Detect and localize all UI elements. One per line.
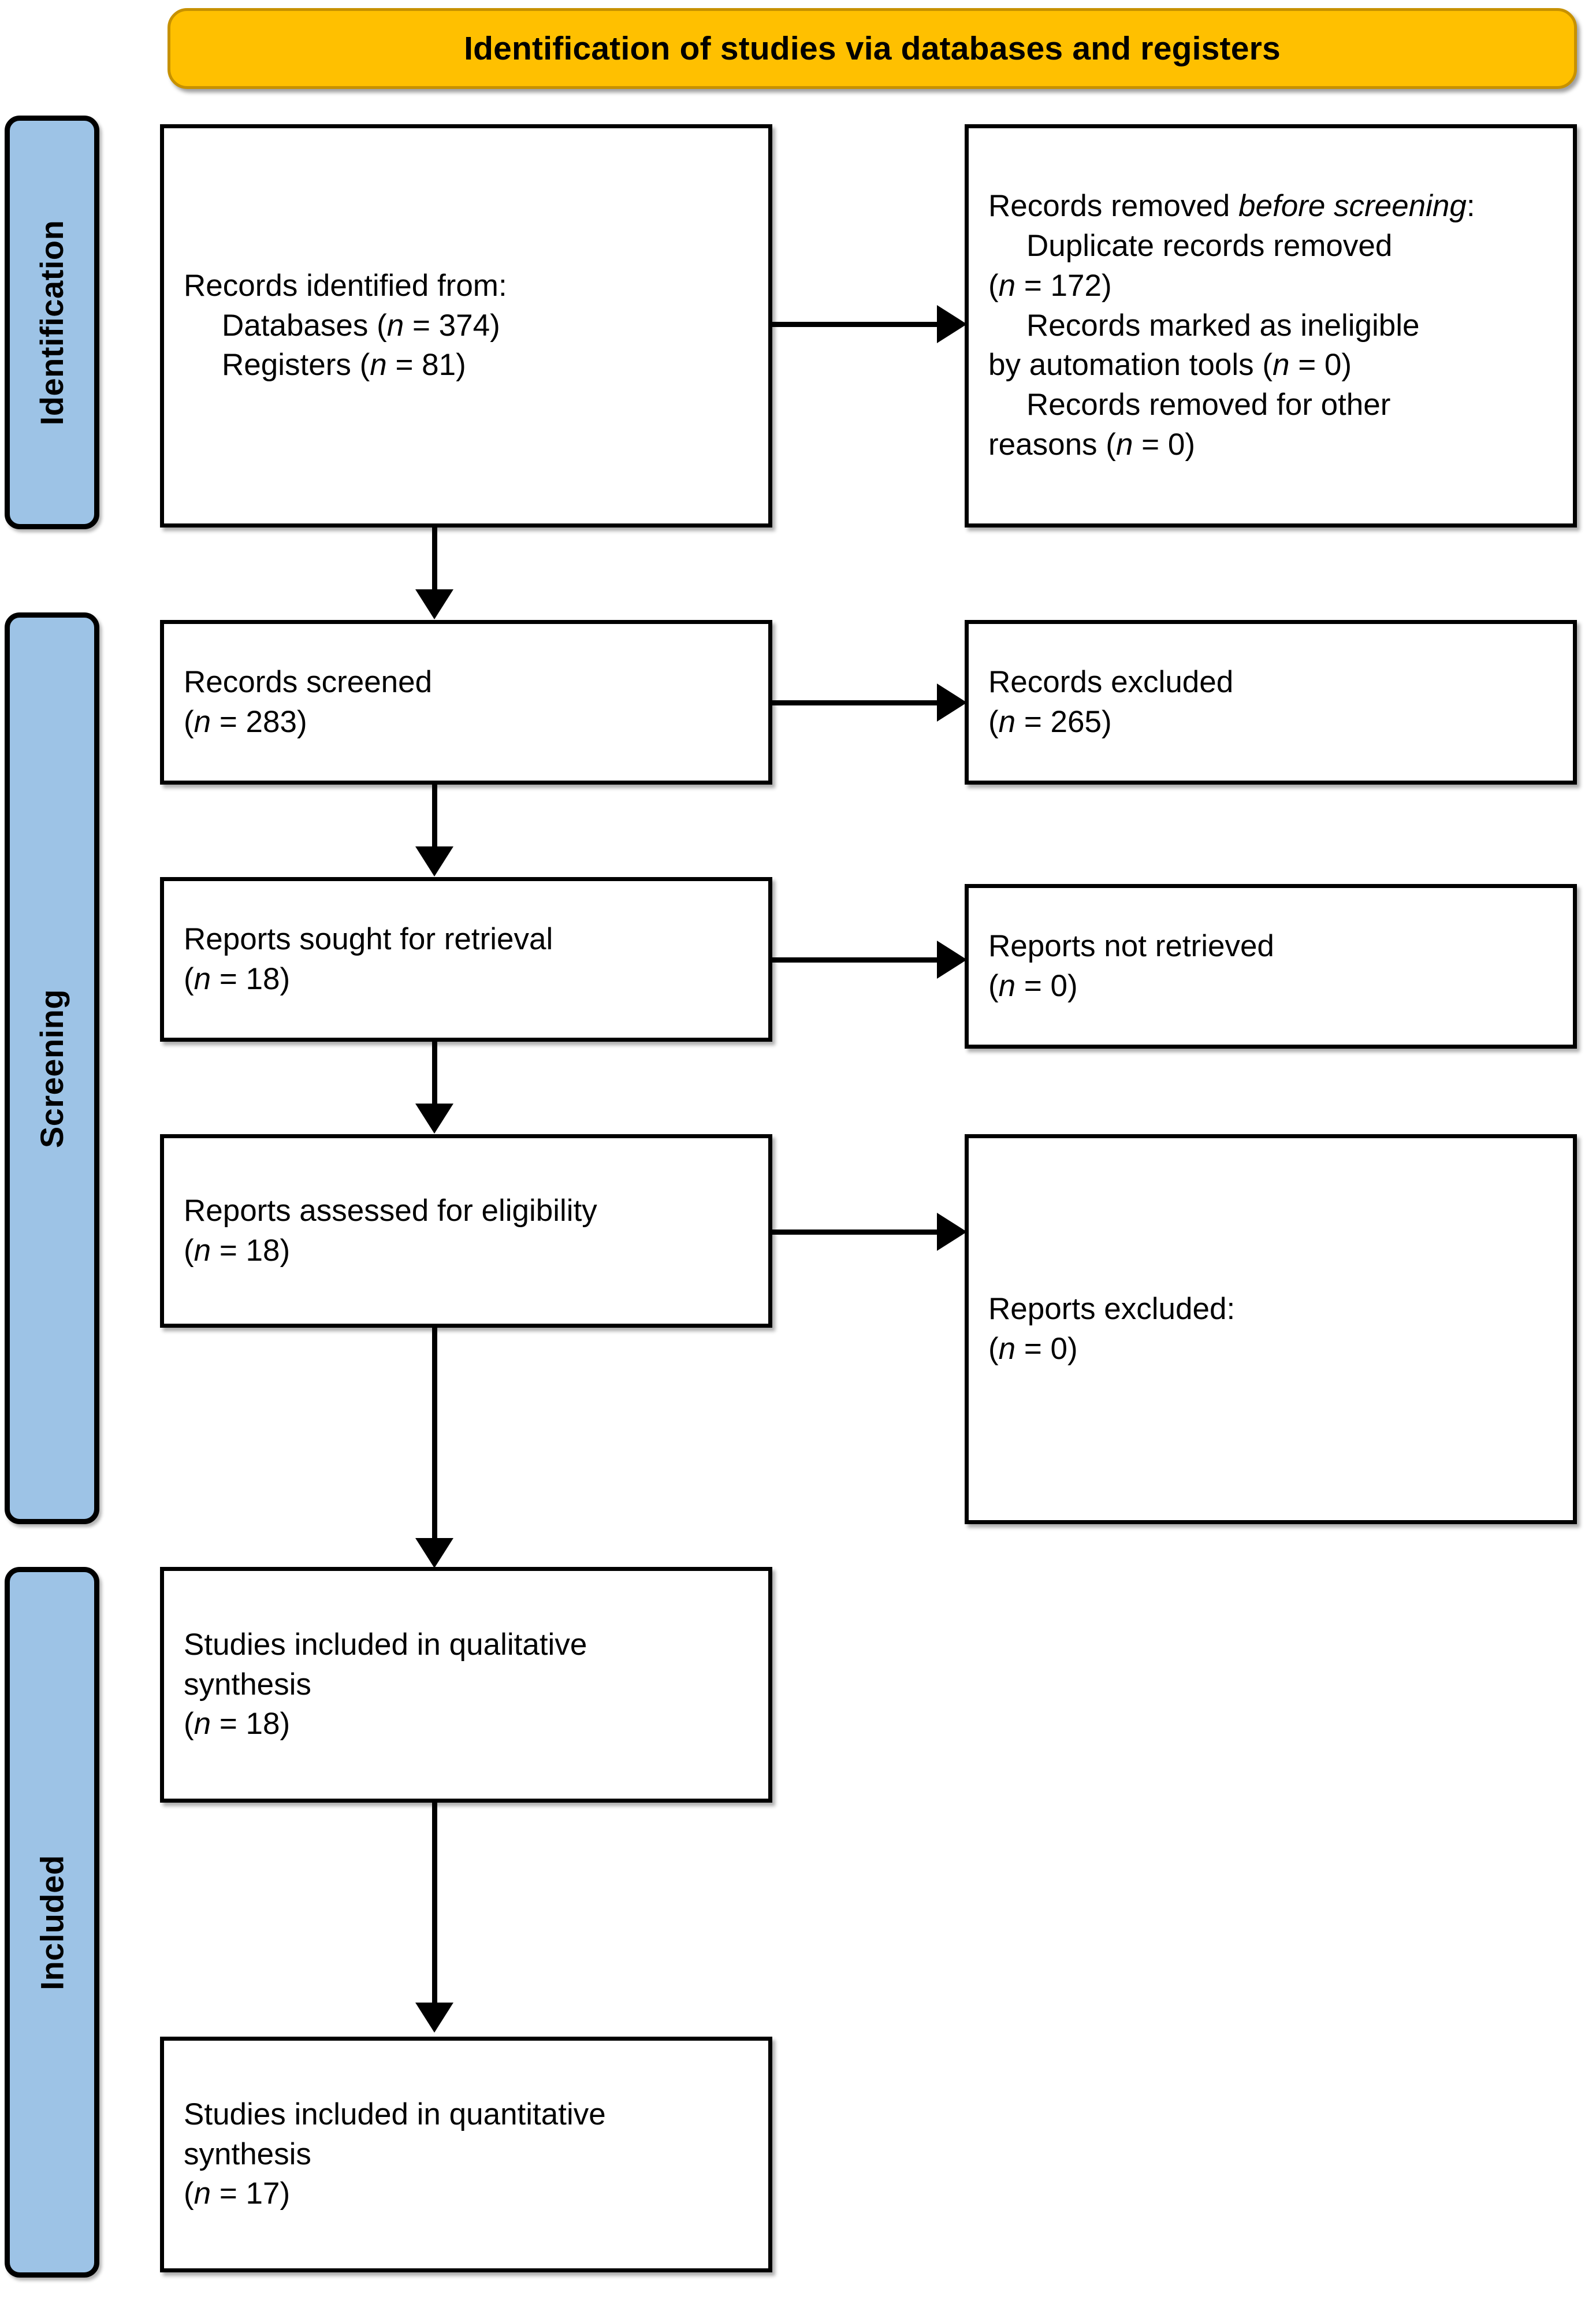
connector-qualitative-to-quantitative-arrowhead — [415, 2003, 453, 2033]
reports-excluded-label: Reports excluded: — [988, 1291, 1236, 1326]
records-removed-heading-italic: before screening — [1238, 188, 1467, 223]
n-symbol: n — [998, 968, 1016, 1003]
records-removed-item2b: by automation tools — [988, 348, 1263, 382]
studies-qualitative-count: 18 — [245, 1707, 280, 1741]
records-excluded-label: Records excluded — [988, 664, 1234, 699]
box-reports-sought-for-retrieval: Reports sought for retrieval(n = 18) — [160, 877, 772, 1042]
reports-not-retrieved-count: 0 — [1050, 968, 1068, 1003]
n-symbol: n — [194, 704, 211, 739]
records-identified-registers-count: 81 — [422, 348, 456, 382]
reports-not-retrieved-text: Reports not retrieved(n = 0) — [988, 928, 1274, 1003]
n-symbol: n — [1273, 348, 1290, 382]
studies-qualitative-line2: synthesis — [184, 1667, 311, 1702]
studies-qualitative-text: Studies included in qualitative synthesis… — [184, 1627, 587, 1741]
records-screened-label: Records screened — [184, 664, 433, 699]
stage-label-screening: Screening — [5, 612, 99, 1524]
connector-screened-to-excluded-arrowhead — [937, 684, 967, 722]
records-excluded-count: 265 — [1050, 704, 1102, 739]
reports-assessed-label: Reports assessed for eligibility — [184, 1193, 597, 1228]
stage-included-text: Included — [34, 1854, 70, 1990]
studies-quantitative-line2: synthesis — [184, 2137, 311, 2171]
records-identified-databases-count: 374 — [438, 308, 490, 343]
box-reports-assessed-for-eligibility: Reports assessed for eligibility(n = 18) — [160, 1134, 772, 1328]
records-removed-text: Records removed before screening: Duplica… — [988, 188, 1475, 462]
records-screened-count: 283 — [245, 704, 297, 739]
connector-sought-to-not-retrieved-line — [772, 957, 940, 963]
connector-sought-to-assessed-arrowhead — [415, 1104, 453, 1134]
box-studies-included-quantitative: Studies included in quantitative synthesi… — [160, 2037, 772, 2272]
studies-quantitative-text: Studies included in quantitative synthesi… — [184, 2097, 606, 2211]
n-symbol: n — [998, 1331, 1016, 1366]
records-removed-heading-plain: Records removed — [988, 188, 1239, 223]
records-identified-databases-label: Databases — [222, 308, 369, 343]
diagram-title: Identification of studies via databases … — [464, 29, 1281, 67]
n-symbol: n — [194, 2176, 211, 2211]
reports-assessed-text: Reports assessed for eligibility(n = 18) — [184, 1193, 597, 1268]
connector-identified-to-screened-line — [432, 528, 437, 591]
records-excluded-text: Records excluded(n = 265) — [988, 664, 1234, 739]
n-symbol: n — [998, 704, 1016, 739]
connector-sought-to-assessed-line — [432, 1042, 437, 1105]
connector-assessed-to-qualitative-arrowhead — [415, 1538, 453, 1568]
connector-identified-to-screened-arrowhead — [415, 589, 453, 619]
studies-qualitative-line1: Studies included in qualitative — [184, 1627, 587, 1662]
box-records-screened: Records screened(n = 283) — [160, 620, 772, 785]
reports-sought-count: 18 — [245, 961, 280, 996]
records-identified-registers-label: Registers — [222, 348, 351, 382]
box-records-removed-before-screening: Records removed before screening: Duplica… — [965, 124, 1577, 528]
reports-not-retrieved-label: Reports not retrieved — [988, 928, 1274, 963]
stage-label-included: Included — [5, 1567, 99, 2278]
studies-quantitative-line1: Studies included in quantitative — [184, 2097, 606, 2131]
reports-sought-text: Reports sought for retrieval(n = 18) — [184, 922, 553, 996]
records-identified-text: Records identified from:Databases (n = 3… — [184, 268, 507, 382]
stage-identification-text: Identification — [34, 220, 70, 425]
diagram-header-banner: Identification of studies via databases … — [168, 8, 1577, 89]
n-symbol: n — [998, 268, 1016, 303]
box-reports-not-retrieved: Reports not retrieved(n = 0) — [965, 884, 1577, 1049]
connector-identified-to-removed-arrowhead — [937, 305, 967, 343]
connector-screened-to-sought-arrowhead — [415, 846, 453, 876]
box-records-identified: Records identified from:Databases (n = 3… — [160, 124, 772, 528]
connector-screened-to-sought-line — [432, 785, 437, 848]
n-symbol: n — [194, 1233, 211, 1268]
records-removed-item1: Duplicate records removed — [1026, 228, 1393, 263]
records-removed-item3a: Records removed for other — [1026, 388, 1391, 422]
connector-identified-to-removed-line — [772, 322, 940, 327]
records-removed-item3b: reasons — [988, 428, 1106, 462]
reports-excluded-count: 0 — [1050, 1331, 1068, 1366]
box-records-excluded: Records excluded(n = 265) — [965, 620, 1577, 785]
reports-sought-label: Reports sought for retrieval — [184, 922, 553, 956]
connector-screened-to-excluded-line — [772, 700, 940, 705]
connector-sought-to-not-retrieved-arrowhead — [937, 941, 967, 979]
records-identified-line1: Records identified from: — [184, 268, 507, 303]
n-symbol: n — [194, 961, 211, 996]
records-removed-item2-count: 0 — [1324, 348, 1342, 382]
connector-assessed-to-reports-excluded-line — [772, 1229, 940, 1235]
stage-label-identification: Identification — [5, 116, 99, 529]
n-symbol: n — [194, 1707, 211, 1741]
connector-qualitative-to-quantitative-line — [432, 1803, 437, 2005]
records-screened-text: Records screened(n = 283) — [184, 664, 433, 739]
connector-assessed-to-reports-excluded-arrowhead — [937, 1213, 967, 1251]
n-symbol: n — [386, 308, 404, 343]
n-symbol: n — [370, 348, 387, 382]
box-studies-included-qualitative: Studies included in qualitative synthesis… — [160, 1567, 772, 1803]
records-removed-heading-colon: : — [1466, 188, 1475, 223]
stage-screening-text: Screening — [34, 989, 70, 1148]
n-symbol: n — [1115, 428, 1133, 462]
reports-excluded-text: Reports excluded:(n = 0) — [988, 1291, 1236, 1366]
records-removed-item1-count: 172 — [1050, 268, 1102, 303]
records-removed-item2a: Records marked as ineligible — [1026, 308, 1420, 343]
reports-assessed-count: 18 — [245, 1233, 280, 1268]
studies-quantitative-count: 17 — [245, 2176, 280, 2211]
box-reports-excluded: Reports excluded:(n = 0) — [965, 1134, 1577, 1524]
records-removed-item3-count: 0 — [1167, 428, 1185, 462]
connector-assessed-to-qualitative-line — [432, 1328, 437, 1541]
